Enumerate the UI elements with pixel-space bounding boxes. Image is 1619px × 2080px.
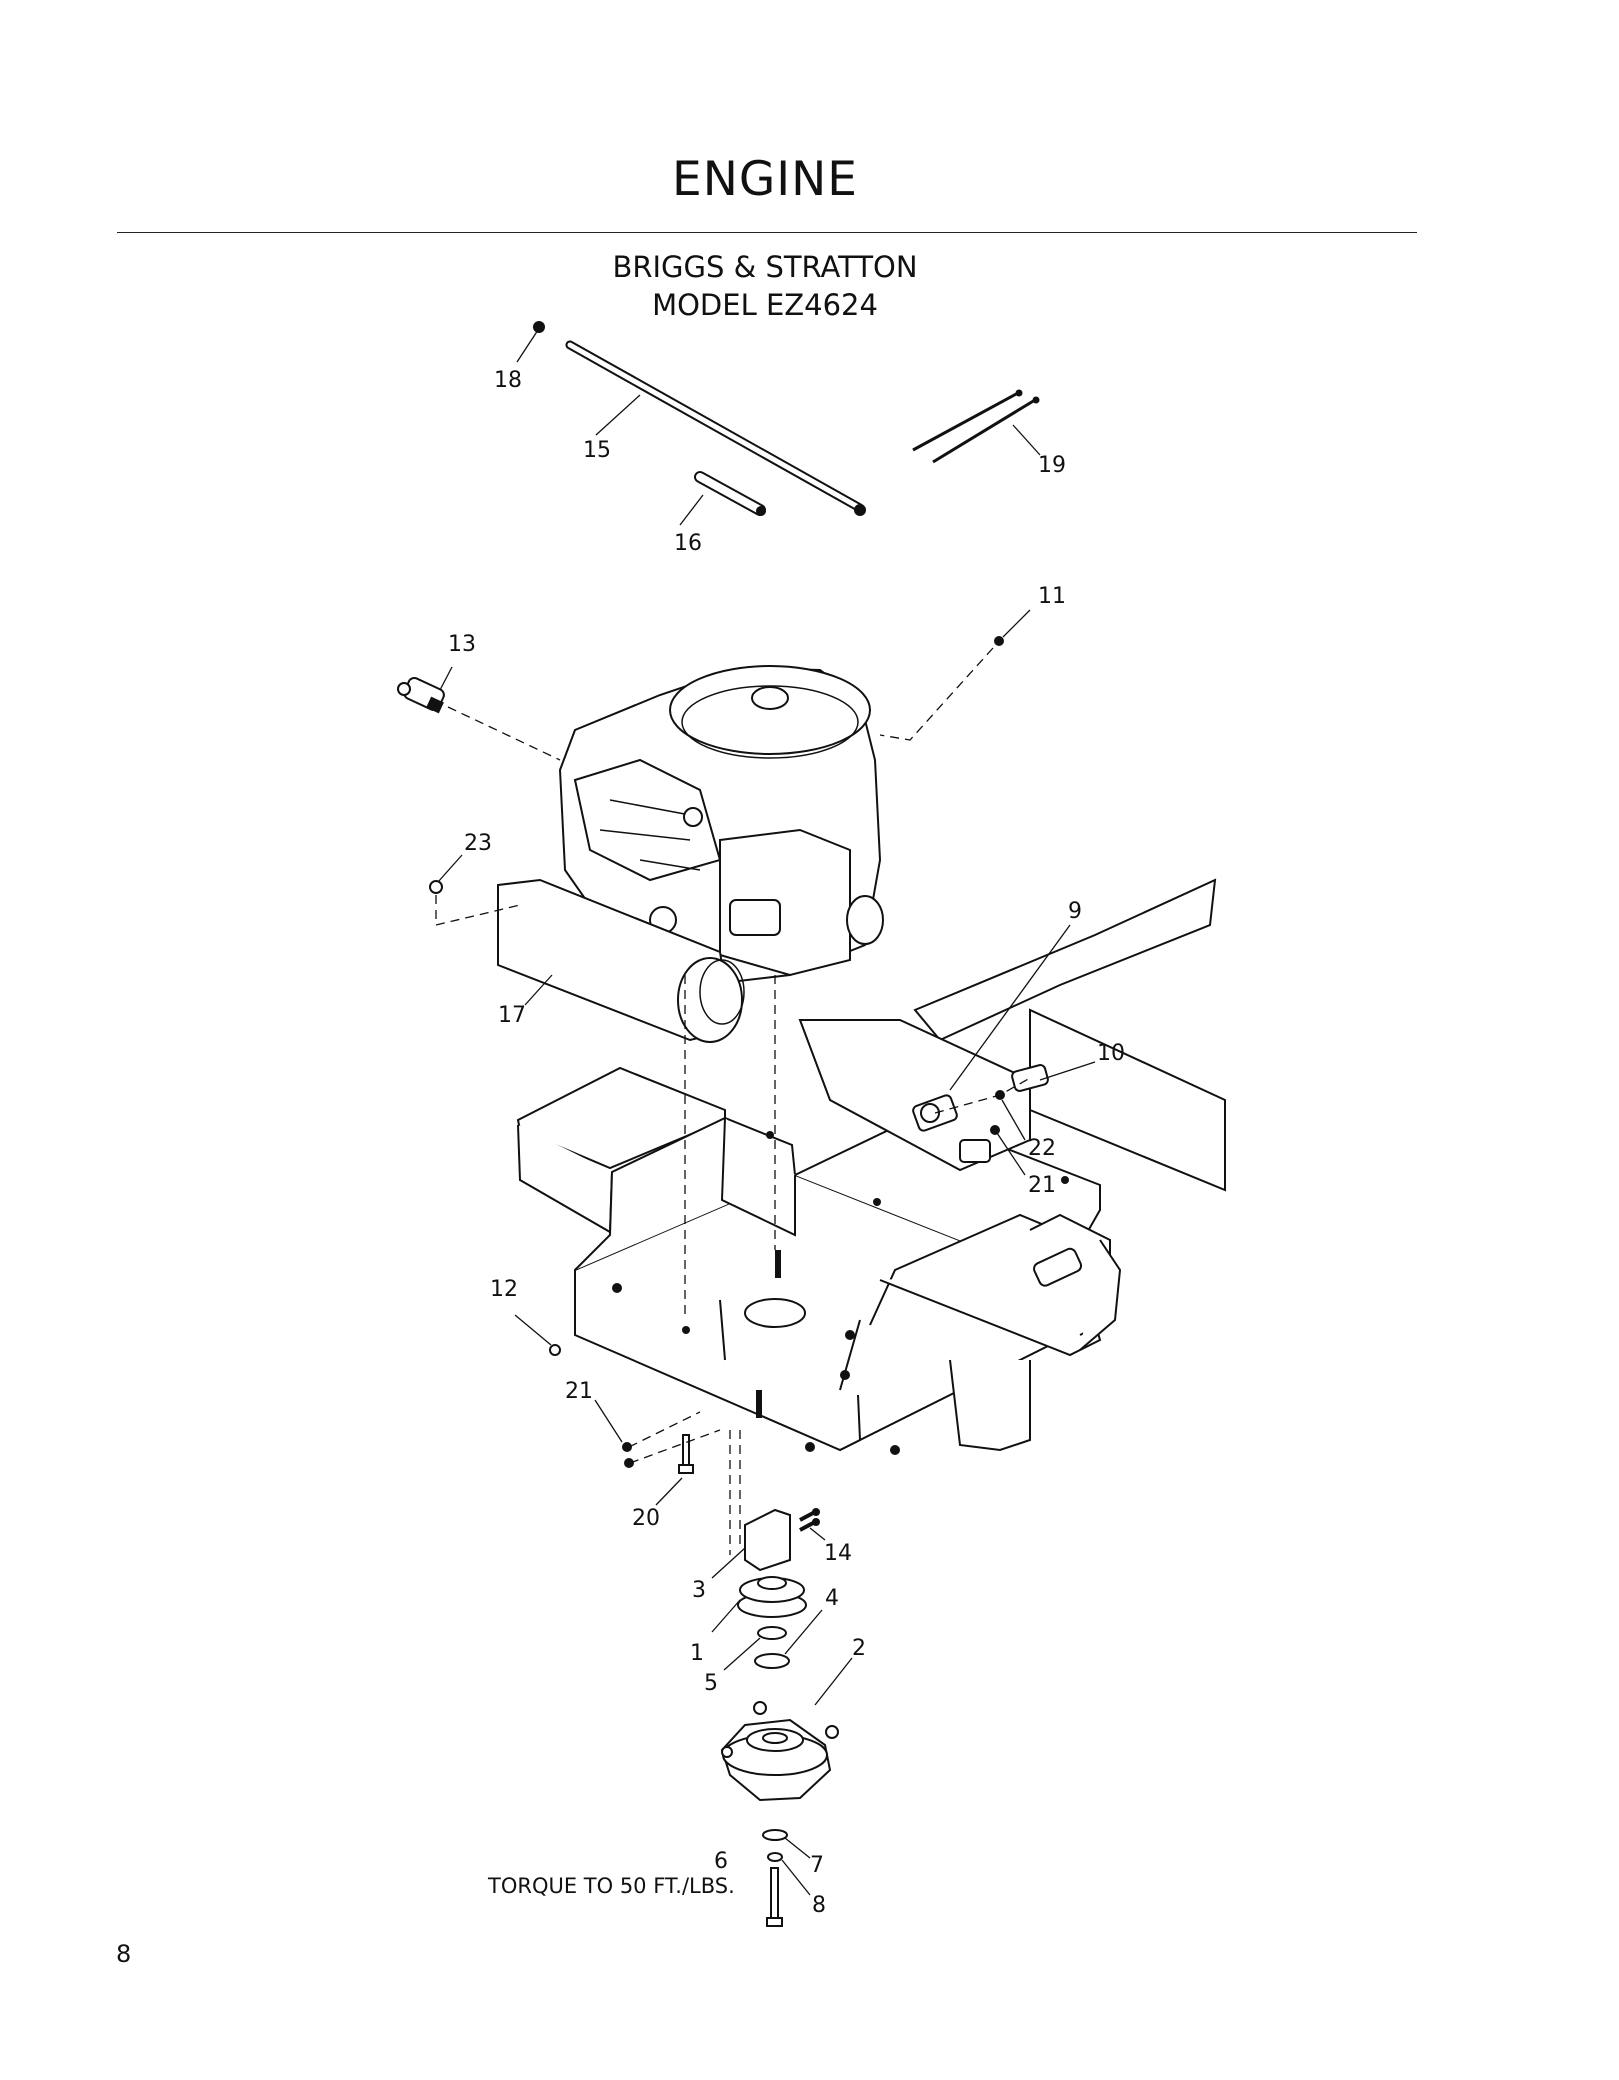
page-title: ENGINE	[672, 152, 858, 207]
part-14-bolts	[799, 1508, 820, 1532]
callout-10: 10	[1097, 1041, 1125, 1066]
callout-13: 13	[448, 632, 476, 657]
callout-1: 1	[690, 1641, 704, 1666]
callout-14: 14	[824, 1541, 852, 1566]
part-6-bolt	[766, 1867, 783, 1927]
leader-21-upper	[996, 1132, 1026, 1176]
callout-18: 18	[494, 368, 522, 393]
leader-21-lower	[594, 1399, 623, 1443]
assembly-line-13	[447, 706, 561, 761]
leader-23	[437, 854, 463, 883]
callout-5: 5	[704, 1671, 718, 1696]
callout-9: 9	[1068, 899, 1082, 924]
leader-11	[1002, 609, 1031, 638]
part-7-washer	[762, 1829, 788, 1841]
engine-model: MODEL EZ4624	[652, 288, 878, 322]
torque-note: TORQUE TO 50 FT./LBS.	[487, 1874, 735, 1898]
part-4-washer	[754, 1653, 790, 1669]
part-10-fitting	[1011, 1064, 1049, 1092]
callout-17: 17	[498, 1003, 526, 1028]
leader-16	[679, 494, 704, 526]
part-5-spacer	[757, 1626, 787, 1640]
leader-14	[809, 1527, 826, 1541]
part-3-bracket	[744, 1508, 791, 1572]
callout-19: 19	[1038, 453, 1066, 478]
page-number: 8	[116, 1940, 132, 1968]
leader-9	[949, 924, 1071, 1091]
callout-15: 15	[583, 438, 611, 463]
engine-assembly	[558, 665, 884, 987]
leader-13	[439, 666, 453, 691]
assembly-line-9-10	[934, 1077, 1031, 1114]
callout-11: 11	[1038, 584, 1066, 609]
callout-22: 22	[1028, 1136, 1056, 1161]
leader-5	[723, 1637, 761, 1671]
mower-frame	[516, 878, 1226, 1455]
part-13-fitting	[397, 676, 445, 714]
assembly-line-23	[435, 895, 521, 926]
leader-19	[1012, 424, 1041, 456]
leader-3	[711, 1547, 746, 1579]
part-1-pulley	[737, 1576, 807, 1618]
leader-20	[655, 1477, 683, 1506]
leader-1	[711, 1599, 741, 1633]
leader-8	[781, 1859, 811, 1896]
callout-21-lower: 21	[565, 1379, 593, 1404]
part-21-nut-lower-b	[624, 1458, 634, 1468]
part-17-muffler	[497, 878, 745, 1043]
part-21-nut-lower-a	[622, 1442, 632, 1452]
part-2-clutch	[720, 1701, 839, 1802]
engine-brand: BRIGGS & STRATTON	[612, 250, 918, 284]
callout-4: 4	[825, 1586, 839, 1611]
leader-2	[814, 1657, 853, 1706]
part-11-nut	[994, 636, 1004, 646]
part-23-nut	[429, 880, 443, 894]
part-12-bolt	[549, 1344, 561, 1356]
callout-20: 20	[632, 1506, 660, 1531]
leader-12	[514, 1314, 552, 1346]
assembly-line-pto	[729, 1430, 741, 1555]
part-18-nut	[533, 321, 545, 333]
assembly-line-11	[879, 647, 994, 741]
leader-17	[524, 974, 553, 1006]
assembly-line-21-20	[628, 1411, 721, 1464]
leader-18	[516, 329, 539, 363]
callout-3: 3	[692, 1578, 706, 1603]
leader-10	[1039, 1061, 1096, 1081]
part-20-bolt	[678, 1434, 694, 1474]
callout-6: 6	[714, 1849, 728, 1874]
part-21-nut-upper	[990, 1125, 1000, 1135]
callout-8: 8	[812, 1893, 826, 1918]
title-divider	[117, 232, 1417, 233]
callout-12: 12	[490, 1277, 518, 1302]
part-19-cable-ties	[912, 389, 1040, 464]
leader-22	[1001, 1099, 1026, 1141]
callout-2: 2	[852, 1636, 866, 1661]
callout-16: 16	[674, 531, 702, 556]
part-8-lockwasher	[767, 1852, 783, 1862]
part-16-tube	[694, 471, 766, 516]
leader-15	[595, 394, 641, 436]
callout-7: 7	[810, 1853, 824, 1878]
part-15-rod	[565, 340, 866, 516]
leader-7	[784, 1837, 811, 1859]
callout-21-upper: 21	[1028, 1173, 1056, 1198]
leader-4	[784, 1609, 823, 1655]
callout-23: 23	[464, 831, 492, 856]
